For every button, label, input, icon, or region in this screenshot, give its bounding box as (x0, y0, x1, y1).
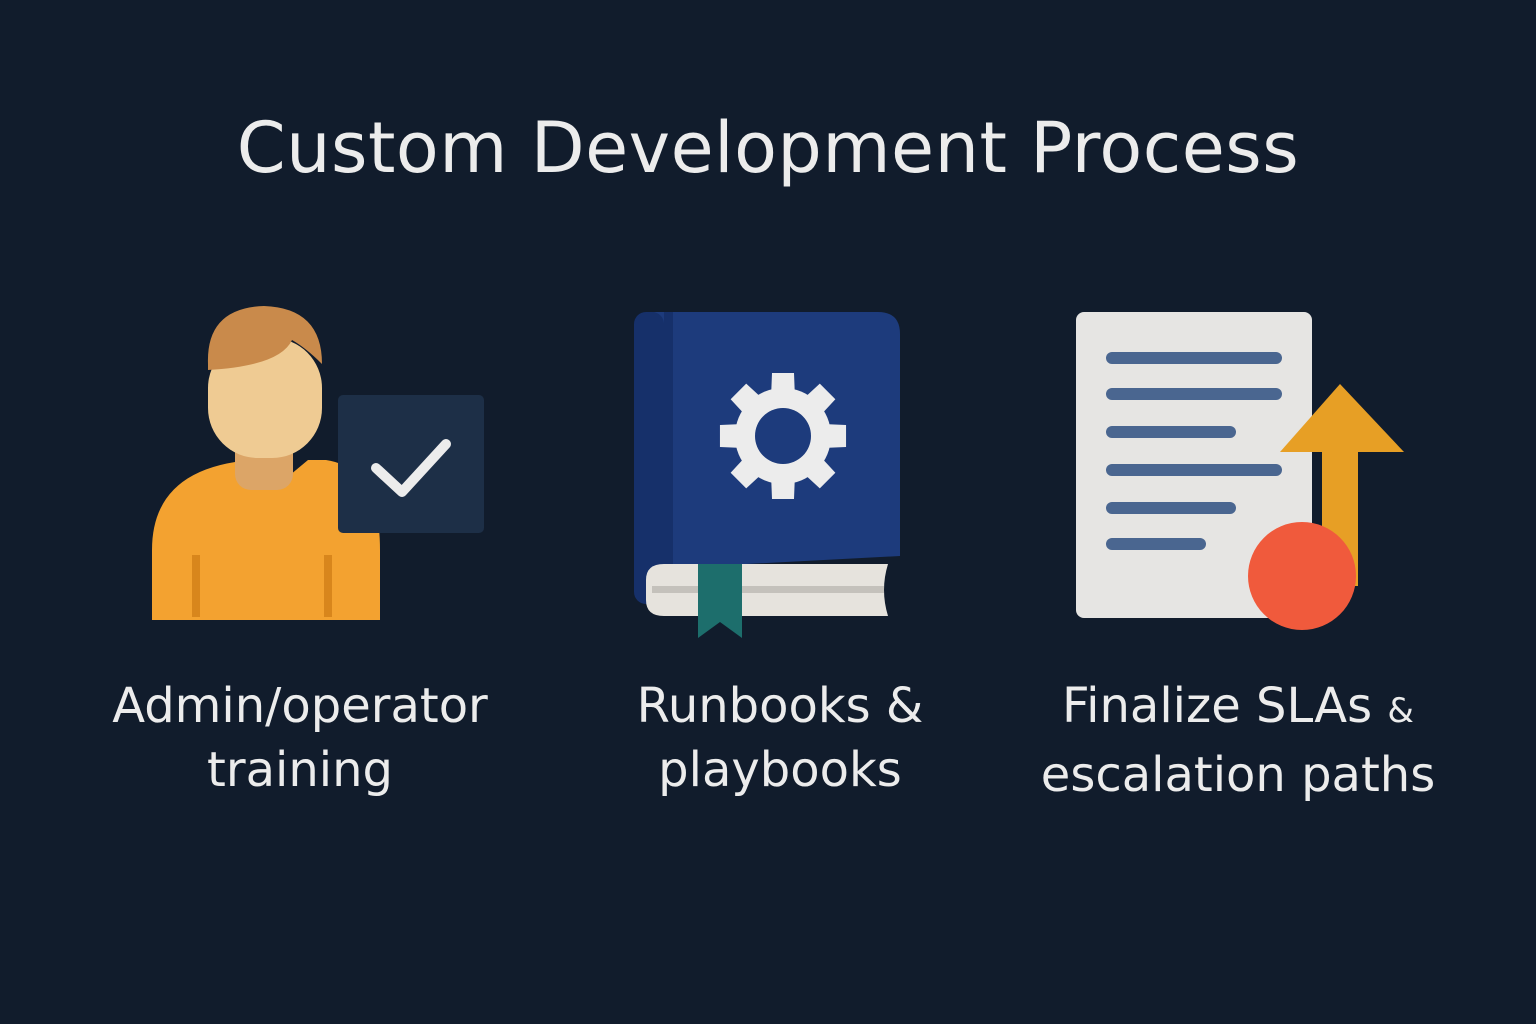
step-label-training: Admin/operator training (112, 678, 488, 798)
page-title: Custom Development Process (236, 107, 1300, 189)
user-check-icon (152, 306, 484, 620)
document-escalation-icon (1076, 312, 1404, 630)
step-label-runbooks: Runbooks & playbooks (636, 678, 924, 798)
step-label-slas: Finalize SLAs & escalation paths (1040, 678, 1436, 803)
book-gear-icon (634, 312, 900, 638)
